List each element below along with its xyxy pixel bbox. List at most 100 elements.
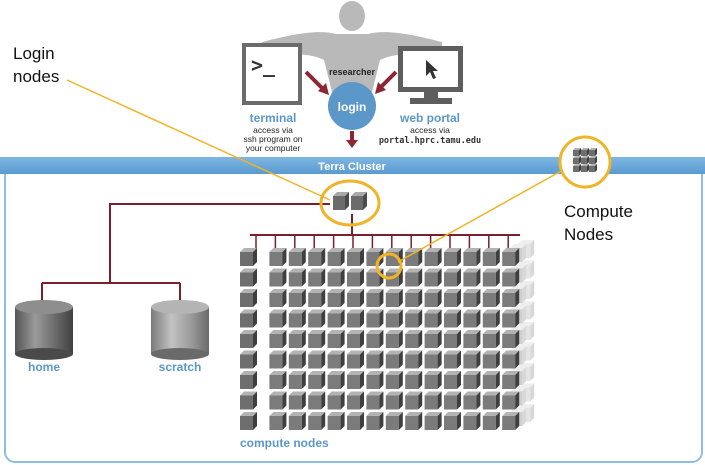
compute-node[interactable]	[288, 268, 306, 287]
compute-node[interactable]	[482, 309, 500, 328]
compute-node[interactable]	[347, 412, 364, 430]
compute-node[interactable]	[502, 289, 520, 307]
compute-node[interactable]	[502, 350, 520, 369]
compute-node[interactable]	[269, 268, 287, 287]
compute-node[interactable]	[444, 289, 461, 307]
compute-node[interactable]	[240, 412, 257, 430]
compute-node[interactable]	[347, 371, 364, 389]
compute-node[interactable]	[502, 330, 520, 348]
login-button[interactable]	[328, 82, 376, 130]
terminal-icon[interactable]: >_	[242, 43, 302, 105]
compute-node[interactable]	[366, 268, 384, 287]
compute-node[interactable]	[444, 309, 461, 328]
compute-node[interactable]	[482, 289, 500, 307]
compute-node[interactable]	[385, 350, 403, 369]
compute-node[interactable]	[347, 391, 364, 410]
compute-node[interactable]	[240, 309, 257, 328]
compute-node[interactable]	[347, 350, 364, 369]
compute-node[interactable]	[385, 330, 403, 348]
compute-node[interactable]	[444, 391, 461, 410]
compute-node[interactable]	[424, 268, 442, 287]
compute-node[interactable]	[366, 330, 384, 348]
compute-node[interactable]	[405, 289, 423, 307]
compute-node[interactable]	[327, 371, 345, 389]
monitor-icon[interactable]	[398, 46, 463, 104]
compute-node[interactable]	[308, 371, 326, 389]
compute-node[interactable]	[463, 391, 481, 410]
compute-node[interactable]	[347, 309, 364, 328]
compute-node[interactable]	[308, 391, 326, 410]
compute-node[interactable]	[366, 391, 384, 410]
compute-node[interactable]	[482, 248, 500, 266]
compute-node[interactable]	[444, 248, 461, 266]
compute-node[interactable]	[424, 248, 442, 266]
compute-node[interactable]	[288, 371, 306, 389]
compute-node[interactable]	[288, 412, 306, 430]
compute-node[interactable]	[502, 391, 520, 410]
compute-node[interactable]	[424, 289, 442, 307]
compute-node[interactable]	[444, 330, 461, 348]
compute-node[interactable]	[444, 268, 461, 287]
compute-node[interactable]	[502, 371, 520, 389]
compute-node[interactable]	[502, 248, 520, 266]
compute-node[interactable]	[269, 309, 287, 328]
compute-node[interactable]	[327, 309, 345, 328]
compute-node[interactable]	[327, 330, 345, 348]
compute-node[interactable]	[424, 412, 442, 430]
compute-node[interactable]	[240, 391, 257, 410]
compute-node[interactable]	[288, 391, 306, 410]
compute-node[interactable]	[405, 371, 423, 389]
compute-node[interactable]	[240, 248, 257, 266]
compute-node[interactable]	[327, 289, 345, 307]
compute-node[interactable]	[424, 350, 442, 369]
compute-node[interactable]	[405, 309, 423, 328]
compute-node[interactable]	[482, 268, 500, 287]
compute-node[interactable]	[482, 412, 500, 430]
compute-node[interactable]	[444, 412, 461, 430]
compute-node[interactable]	[463, 309, 481, 328]
compute-node[interactable]	[463, 350, 481, 369]
compute-node[interactable]	[502, 412, 520, 430]
compute-node[interactable]	[308, 268, 326, 287]
compute-node[interactable]	[347, 289, 364, 307]
compute-node[interactable]	[502, 309, 520, 328]
compute-node[interactable]	[347, 330, 364, 348]
compute-node[interactable]	[424, 309, 442, 328]
web-portal-url[interactable]: portal.hprc.tamu.edu	[379, 136, 481, 146]
compute-node[interactable]	[385, 309, 403, 328]
compute-node[interactable]	[366, 412, 384, 430]
compute-node[interactable]	[482, 350, 500, 369]
compute-node[interactable]	[385, 391, 403, 410]
compute-node[interactable]	[463, 268, 481, 287]
compute-node[interactable]	[366, 350, 384, 369]
compute-node[interactable]	[240, 371, 257, 389]
compute-node[interactable]	[463, 371, 481, 389]
compute-node[interactable]	[463, 289, 481, 307]
compute-node[interactable]	[269, 391, 287, 410]
compute-node[interactable]	[288, 330, 306, 348]
compute-node[interactable]	[327, 350, 345, 369]
compute-node[interactable]	[405, 412, 423, 430]
compute-node[interactable]	[405, 330, 423, 348]
compute-node-grid[interactable]	[240, 240, 535, 430]
compute-node[interactable]	[424, 330, 442, 348]
compute-node[interactable]	[366, 289, 384, 307]
compute-node[interactable]	[288, 309, 306, 328]
compute-node[interactable]	[240, 350, 257, 369]
compute-node[interactable]	[366, 309, 384, 328]
compute-node[interactable]	[269, 371, 287, 389]
compute-node[interactable]	[385, 289, 403, 307]
compute-node[interactable]	[405, 391, 423, 410]
compute-node[interactable]	[269, 289, 287, 307]
compute-node[interactable]	[308, 289, 326, 307]
compute-node[interactable]	[347, 248, 364, 266]
compute-node[interactable]	[366, 371, 384, 389]
compute-node[interactable]	[240, 330, 257, 348]
compute-node[interactable]	[444, 371, 461, 389]
compute-node[interactable]	[482, 391, 500, 410]
compute-node[interactable]	[308, 350, 326, 369]
compute-node[interactable]	[240, 289, 257, 307]
compute-node[interactable]	[308, 309, 326, 328]
compute-node[interactable]	[405, 268, 423, 287]
compute-node[interactable]	[405, 350, 423, 369]
